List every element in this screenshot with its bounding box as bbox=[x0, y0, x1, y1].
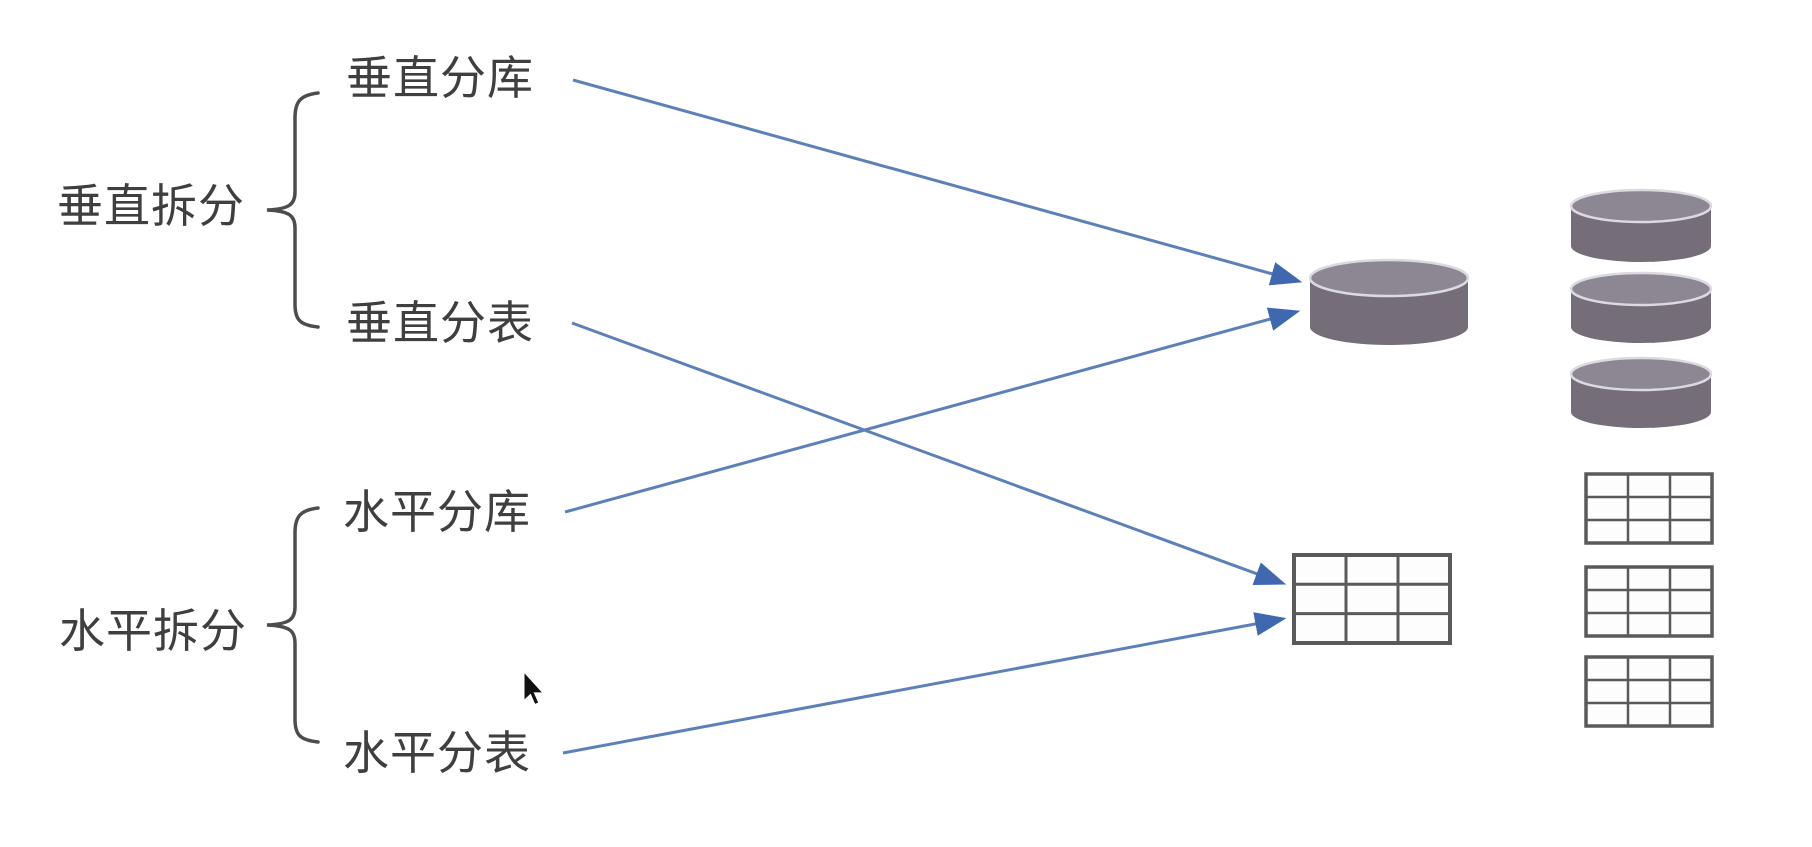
mouse-cursor-icon bbox=[523, 670, 545, 706]
database-cylinder-icon-3 bbox=[1569, 356, 1713, 428]
table-grid-icon bbox=[1292, 553, 1452, 645]
arrow-horizontal-table-to-table bbox=[562, 612, 1287, 755]
database-cylinder-icon bbox=[1308, 258, 1470, 345]
item-label-vertical-table-split: 垂直分表 bbox=[346, 297, 534, 349]
arrow-horizontal-db-to-database bbox=[564, 307, 1301, 514]
table-grid-icon-1 bbox=[1584, 472, 1714, 545]
table-grid-icon-3 bbox=[1584, 655, 1714, 728]
group-label-vertical-split: 垂直拆分 bbox=[57, 180, 245, 232]
database-cylinder-icon-2 bbox=[1569, 271, 1713, 343]
item-label-horizontal-db-split: 水平分库 bbox=[343, 486, 531, 538]
item-label-horizontal-table-split: 水平分表 bbox=[343, 727, 531, 779]
table-grid-icon-2 bbox=[1584, 565, 1714, 638]
database-cylinder-icon-1 bbox=[1569, 188, 1713, 262]
brace-horizontal-split bbox=[266, 506, 320, 744]
group-label-horizontal-split: 水平拆分 bbox=[59, 605, 247, 657]
brace-vertical-split bbox=[266, 91, 320, 329]
item-label-vertical-db-split: 垂直分库 bbox=[346, 52, 534, 104]
arrow-vertical-table-to-table bbox=[571, 321, 1287, 585]
arrow-vertical-db-to-database bbox=[572, 78, 1303, 286]
